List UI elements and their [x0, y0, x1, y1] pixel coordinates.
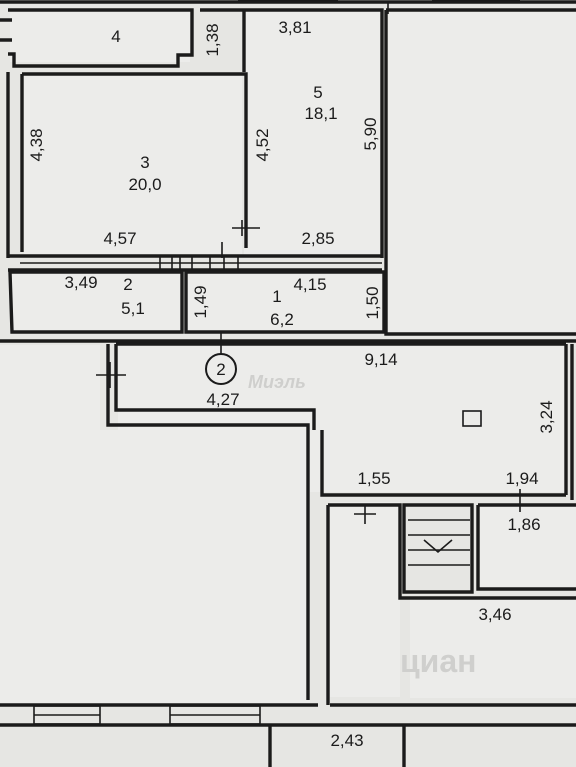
room-2-area: 5,1	[121, 299, 145, 318]
room-1-area	[186, 273, 382, 333]
stair-side-area	[330, 502, 400, 697]
bottom-room-area	[100, 430, 310, 705]
room-5-walls	[200, 8, 384, 258]
stair-room-walls	[328, 503, 576, 600]
room-5-number: 5	[313, 83, 322, 102]
room-1-number: 1	[272, 287, 281, 306]
room-4-walls	[8, 8, 194, 68]
dim-415: 4,15	[293, 275, 326, 294]
dim-194: 1,94	[505, 469, 538, 488]
dim-155: 1,55	[357, 469, 390, 488]
room-1-walls	[184, 270, 386, 334]
hall-door-cross	[96, 362, 126, 388]
room-5-area	[244, 10, 380, 256]
dim-186: 1,86	[507, 515, 540, 534]
section-marker-number: 2	[216, 360, 225, 379]
dim-285: 2,85	[301, 229, 334, 248]
room-3-number: 3	[140, 153, 149, 172]
dim-349: 3,49	[64, 273, 97, 292]
room-3-top-right-wall	[22, 72, 248, 248]
dim-138: 1,38	[203, 23, 222, 56]
right-room-walls	[384, 10, 576, 336]
lower-door-marks	[354, 489, 521, 524]
small-room-walls	[476, 503, 576, 591]
room-2-area	[10, 273, 182, 333]
right-room-area	[388, 12, 576, 332]
dim-457: 4,57	[103, 229, 136, 248]
bottom-room-right-wall	[106, 344, 310, 700]
dim-346: 3,46	[478, 605, 511, 624]
watermark-brand: Миэль	[248, 372, 306, 392]
dim-150: 1,50	[363, 286, 382, 319]
room-3-area: 20,0	[128, 175, 161, 194]
corridor-door-ticks	[159, 256, 239, 272]
watermark-site: циан	[400, 643, 476, 679]
lower-right-area	[410, 598, 576, 698]
dim-914: 9,14	[364, 350, 397, 369]
door-cross-marks	[221, 220, 260, 258]
bottom-stub-walls	[268, 725, 406, 767]
dim-438: 4,38	[27, 128, 46, 161]
dim-324: 3,24	[537, 400, 556, 433]
dim-381: 3,81	[278, 18, 311, 37]
room-4-area	[10, 10, 190, 62]
hall-left-wall	[114, 344, 316, 430]
room-2-walls	[8, 270, 184, 334]
room-4-door-marks	[0, 18, 12, 42]
room-4-number: 4	[111, 27, 120, 46]
dim-427: 4,27	[206, 390, 239, 409]
stair-walls	[402, 503, 474, 594]
small-room-area	[480, 505, 576, 589]
hall-bottom-wall	[320, 430, 566, 497]
dim-149: 1,49	[191, 285, 210, 318]
column-square	[462, 410, 482, 427]
stair-arrow	[423, 539, 453, 554]
room-2-number: 2	[123, 275, 132, 294]
dim-243: 2,43	[330, 731, 363, 750]
room-3-area	[24, 76, 242, 254]
left-big-room-area	[0, 345, 100, 705]
dim-452: 4,52	[253, 128, 272, 161]
room-5-area: 18,1	[304, 104, 337, 123]
room-1-area: 6,2	[270, 310, 294, 329]
stair-steps	[408, 519, 470, 566]
dim-590: 5,90	[361, 117, 380, 150]
